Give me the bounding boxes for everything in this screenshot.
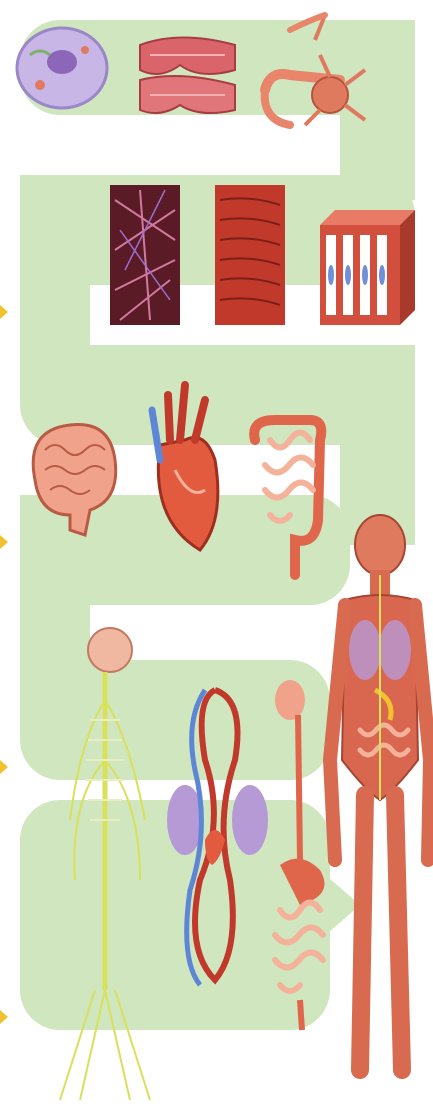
muscle-tissue-illustration bbox=[215, 185, 285, 325]
path-gap-1 bbox=[90, 140, 340, 170]
row-marker-4 bbox=[0, 1010, 8, 1024]
animal-cell-illustration bbox=[17, 28, 107, 108]
row-marker-1 bbox=[0, 305, 8, 319]
path-band-5 bbox=[20, 660, 330, 780]
connective-tissue-illustration bbox=[110, 185, 180, 325]
human-body-illustration bbox=[330, 515, 430, 1070]
row-marker-2 bbox=[0, 535, 8, 549]
row-marker-3 bbox=[0, 760, 8, 774]
epithelial-tissue-illustration bbox=[320, 210, 415, 325]
row-markers bbox=[0, 305, 8, 1024]
